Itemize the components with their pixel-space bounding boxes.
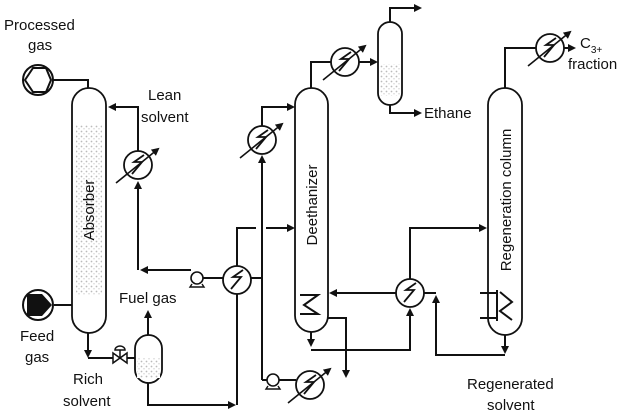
deethanizer-overhead-line <box>310 61 331 88</box>
rich-solvent-label: Rich <box>73 371 103 388</box>
separator-vapor-line <box>389 4 422 22</box>
bottom-pump-icon <box>265 373 281 390</box>
reboiler-return-line <box>328 317 350 378</box>
c3-label: C3+ <box>580 35 602 56</box>
fuel-gas-label: Fuel gas <box>119 290 177 307</box>
rich-solvent-label-2: solvent <box>63 393 111 410</box>
deethanizer-bottoms-line <box>311 308 414 351</box>
deethanizer-feed-line <box>236 228 293 266</box>
processed-gas-line <box>53 79 89 88</box>
flash-drum <box>134 334 163 384</box>
feed-gas-label: Feed <box>20 328 54 345</box>
lean-solvent-label: Lean <box>148 87 181 104</box>
deethanizer-column: Deethanizer <box>294 87 329 333</box>
processed-gas-label-2: gas <box>28 37 52 54</box>
regenerated-solvent-label-2: solvent <box>487 397 535 414</box>
absorber-column: Absorber <box>71 87 107 334</box>
ethane-line <box>389 105 422 117</box>
feed-gas-compressor-icon <box>22 289 54 321</box>
regenerated-solvent-line <box>432 295 505 356</box>
control-valve[interactable] <box>112 345 128 365</box>
regenerated-solvent-label: Regenerated <box>467 376 554 393</box>
feed-gas-label-2: gas <box>25 349 49 366</box>
piping <box>53 4 576 409</box>
regeneration-column: Regeneration column <box>480 87 523 336</box>
bottom-cooler-icon <box>288 369 330 403</box>
deethanizer-reflux-line <box>261 103 295 126</box>
ethane-label: Ethane <box>424 105 472 122</box>
drum-bottom-line <box>147 383 236 409</box>
ethane-separator <box>377 21 403 106</box>
regeneration-column-label: Regeneration column <box>498 129 515 272</box>
lean-solvent-cooler-icon <box>116 149 158 183</box>
lean-rich-exchanger-icon <box>222 265 252 295</box>
absorber-label: Absorber <box>81 180 98 241</box>
packing <box>76 125 102 295</box>
reboiler-coil <box>300 294 322 315</box>
regen-overhead-line <box>504 47 536 88</box>
processed-gas-compressor-icon <box>22 64 54 96</box>
regen-feed-line <box>409 224 487 279</box>
regen-exchanger-icon <box>395 278 425 308</box>
lean-solvent-label-2: solvent <box>141 109 189 126</box>
reflux-cooler-icon <box>240 124 282 158</box>
lean-solvent-line <box>108 103 139 151</box>
lean-solvent-pump-icon <box>189 271 205 288</box>
reboiler-coil <box>498 291 514 321</box>
deethanizer-label: Deethanizer <box>304 165 321 246</box>
processed-gas-label: Processed <box>4 17 75 34</box>
fraction-label: fraction <box>568 56 617 73</box>
